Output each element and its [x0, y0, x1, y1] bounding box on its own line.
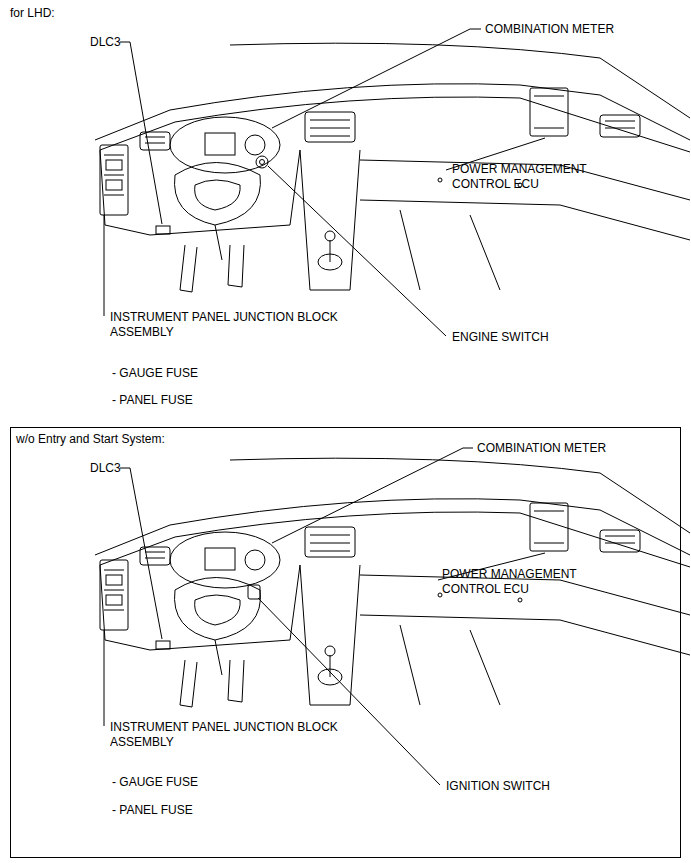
part-name: DLC3 [90, 35, 130, 50]
panel-title: for LHD: [10, 6, 130, 21]
variant-panel: w/o Entry and Start System: [10, 427, 681, 858]
fuse-name: - PANEL FUSE [112, 803, 252, 818]
part-name: COMBINATION METER [485, 22, 665, 37]
part-name: POWER MANAGEMENT CONTROL ECU [452, 162, 602, 192]
fuse-name: - PANEL FUSE [112, 393, 252, 408]
part-name: INSTRUMENT PANEL JUNCTION BLOCK ASSEMBLY [110, 310, 400, 340]
fuse-name: - GAUGE FUSE [112, 775, 252, 790]
part-name: INSTRUMENT PANEL JUNCTION BLOCK ASSEMBLY [110, 720, 400, 750]
part-name: POWER MANAGEMENT CONTROL ECU [442, 567, 592, 597]
fuse-name: - GAUGE FUSE [112, 366, 252, 381]
part-name: ENGINE SWITCH [452, 330, 602, 345]
part-name: COMBINATION METER [477, 441, 657, 456]
part-name: IGNITION SWITCH [446, 779, 596, 794]
part-name: DLC3 [90, 461, 130, 476]
